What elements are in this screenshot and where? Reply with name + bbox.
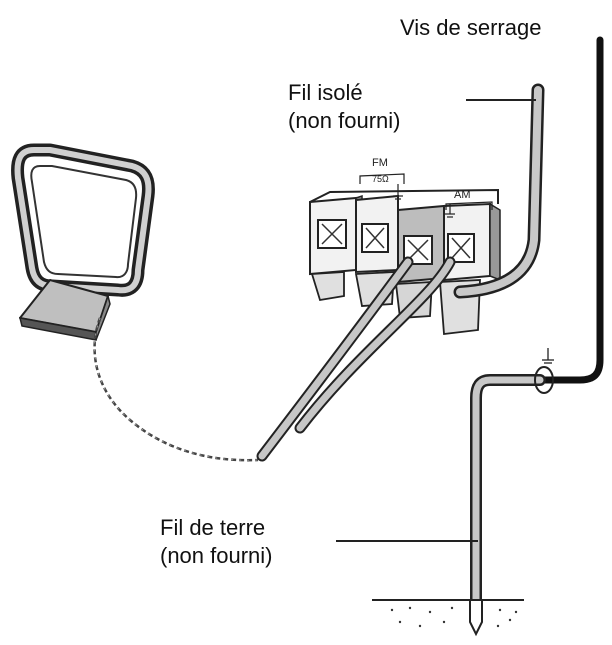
ground-clamp-ring	[534, 366, 554, 394]
ground-wire	[470, 374, 546, 606]
am-terminal-label: AM	[454, 189, 471, 201]
label-clamp-screw: Vis de serrage	[400, 15, 542, 40]
label-insulated-wire-line1: Fil isolé	[288, 80, 363, 105]
label-ground-wire-line1: Fil de terre	[160, 515, 266, 540]
fm-terminal-label: FM	[372, 157, 388, 169]
am-loop-antenna-icon	[11, 143, 155, 341]
ground-symbol-icon	[542, 348, 554, 364]
fm-impedance-label: 75Ω	[372, 174, 389, 184]
antenna-lead-wire	[93, 317, 259, 462]
label-ground-wire-line2: (non fourni)	[160, 543, 273, 568]
ground-stake	[469, 599, 483, 637]
clamp-screw-rod	[516, 36, 604, 384]
ground-symbol-icon	[393, 184, 455, 218]
soil-dots	[390, 606, 518, 628]
am-antenna-cable	[256, 256, 456, 462]
label-insulated-wire-line2: (non fourni)	[288, 108, 401, 133]
insulated-wire	[453, 83, 545, 299]
